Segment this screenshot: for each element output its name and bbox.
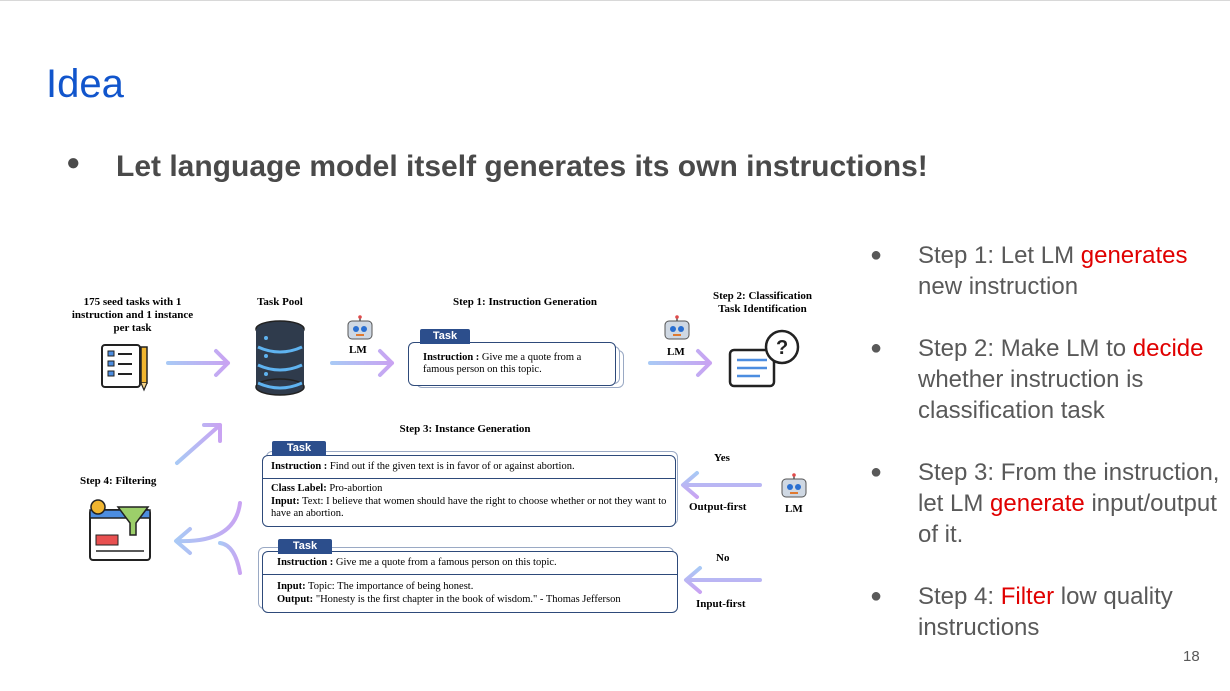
step-item-3: ● Step 3: From the instruction, let LM g… — [870, 459, 1220, 548]
step3a-instruction: Instruction : Find out if the given text… — [271, 461, 575, 472]
page-number: 18 — [1183, 648, 1200, 665]
step3b-card: Instruction : Give me a quote from a fam… — [262, 551, 678, 613]
robot-icon-lm1 — [347, 315, 373, 340]
step3a-divider — [263, 478, 675, 479]
database-icon — [255, 320, 305, 396]
step3b-input: Input: Topic: The importance of being ho… — [277, 581, 474, 592]
top-border — [0, 0, 1230, 1]
robot-icon-lm2 — [664, 315, 690, 340]
step3-highlight: generate — [990, 490, 1085, 517]
step3-title: Step 3: Instance Generation — [399, 423, 531, 435]
step-item-4: ● Step 4: Filter low quality instruction… — [870, 583, 1173, 641]
no-label: No — [716, 552, 730, 564]
arrow-yes-branch — [681, 471, 762, 499]
step3a-task-tab: Task — [272, 441, 326, 456]
output-first-label: Output-first — [689, 501, 747, 513]
robot-icon-lm3 — [781, 473, 807, 498]
step3b-task-tab: Task — [278, 539, 332, 554]
arrow-step3b-to-filter — [218, 541, 242, 575]
lm-label-2: LM — [667, 346, 685, 358]
seed-tasks-label: 175 seed tasks with 1 instruction and 1 … — [71, 296, 194, 334]
step2-highlight: decide — [1132, 335, 1204, 362]
step3a-class-label: Class Label: Pro-abortion — [271, 483, 383, 494]
svg-text:?: ? — [776, 337, 788, 359]
steps-list: ● Step 1: Let LM generates new instructi… — [870, 240, 1225, 674]
step3b-instruction: Instruction : Give me a quote from a fam… — [277, 557, 557, 568]
lm-label-1: LM — [349, 344, 367, 356]
slide-title: Idea — [46, 62, 124, 106]
step1-task-tab: Task — [420, 329, 470, 344]
arrow-filter-to-pool — [175, 423, 222, 465]
arrow-step3-to-filter — [174, 501, 242, 555]
step3a-card: Instruction : Find out if the given text… — [262, 455, 676, 527]
step-item-2: ● Step 2: Make LM to decide whether inst… — [870, 335, 1204, 424]
clipboard-icon — [101, 344, 148, 392]
classification-icon: ? — [728, 329, 800, 388]
arrow-step1-to-step2 — [648, 349, 712, 377]
arrow-no-branch — [684, 566, 762, 594]
step3b-output: Output: "Honesty is the first chapter in… — [277, 594, 621, 605]
step4-title: Step 4: Filtering — [80, 475, 157, 487]
input-first-label: Input-first — [696, 598, 746, 610]
bullet-dot: ● — [870, 461, 883, 483]
bullet-dot: ● — [870, 337, 883, 359]
main-bullet-text: Let language model itself generates its … — [116, 150, 928, 183]
yes-label: Yes — [714, 452, 730, 464]
self-instruct-diagram: ? 175 seed tasks with 1 instruction and … — [70, 285, 840, 625]
step1-instruction: Instruction : Give me a quote from a fam… — [423, 352, 582, 375]
diagram-arrows: ? — [89, 315, 807, 594]
step1-highlight: generates — [1080, 242, 1188, 269]
task-pool-label: Task Pool — [257, 296, 303, 308]
step3b-divider — [263, 574, 677, 575]
bullet-dot: ● — [870, 244, 883, 266]
step1-card: Instruction : Give me a quote from a fam… — [408, 342, 616, 386]
step3a-input: Input: Text: I believe that women should… — [271, 496, 667, 519]
step1-title: Step 1: Instruction Generation — [453, 296, 597, 308]
step2-title: Step 2: Classification Task Identificati… — [713, 290, 812, 315]
step-item-1: ● Step 1: Let LM generates new instructi… — [870, 242, 1188, 300]
bullet-dot: ● — [870, 585, 883, 607]
arrow-pool-to-step1 — [330, 349, 394, 377]
lm-label-3: LM — [785, 503, 803, 515]
bullet-dot: ● — [66, 149, 81, 176]
filter-icon — [89, 499, 151, 561]
arrow-seed-to-pool — [166, 349, 230, 377]
step4-highlight: Filter — [1000, 583, 1055, 610]
